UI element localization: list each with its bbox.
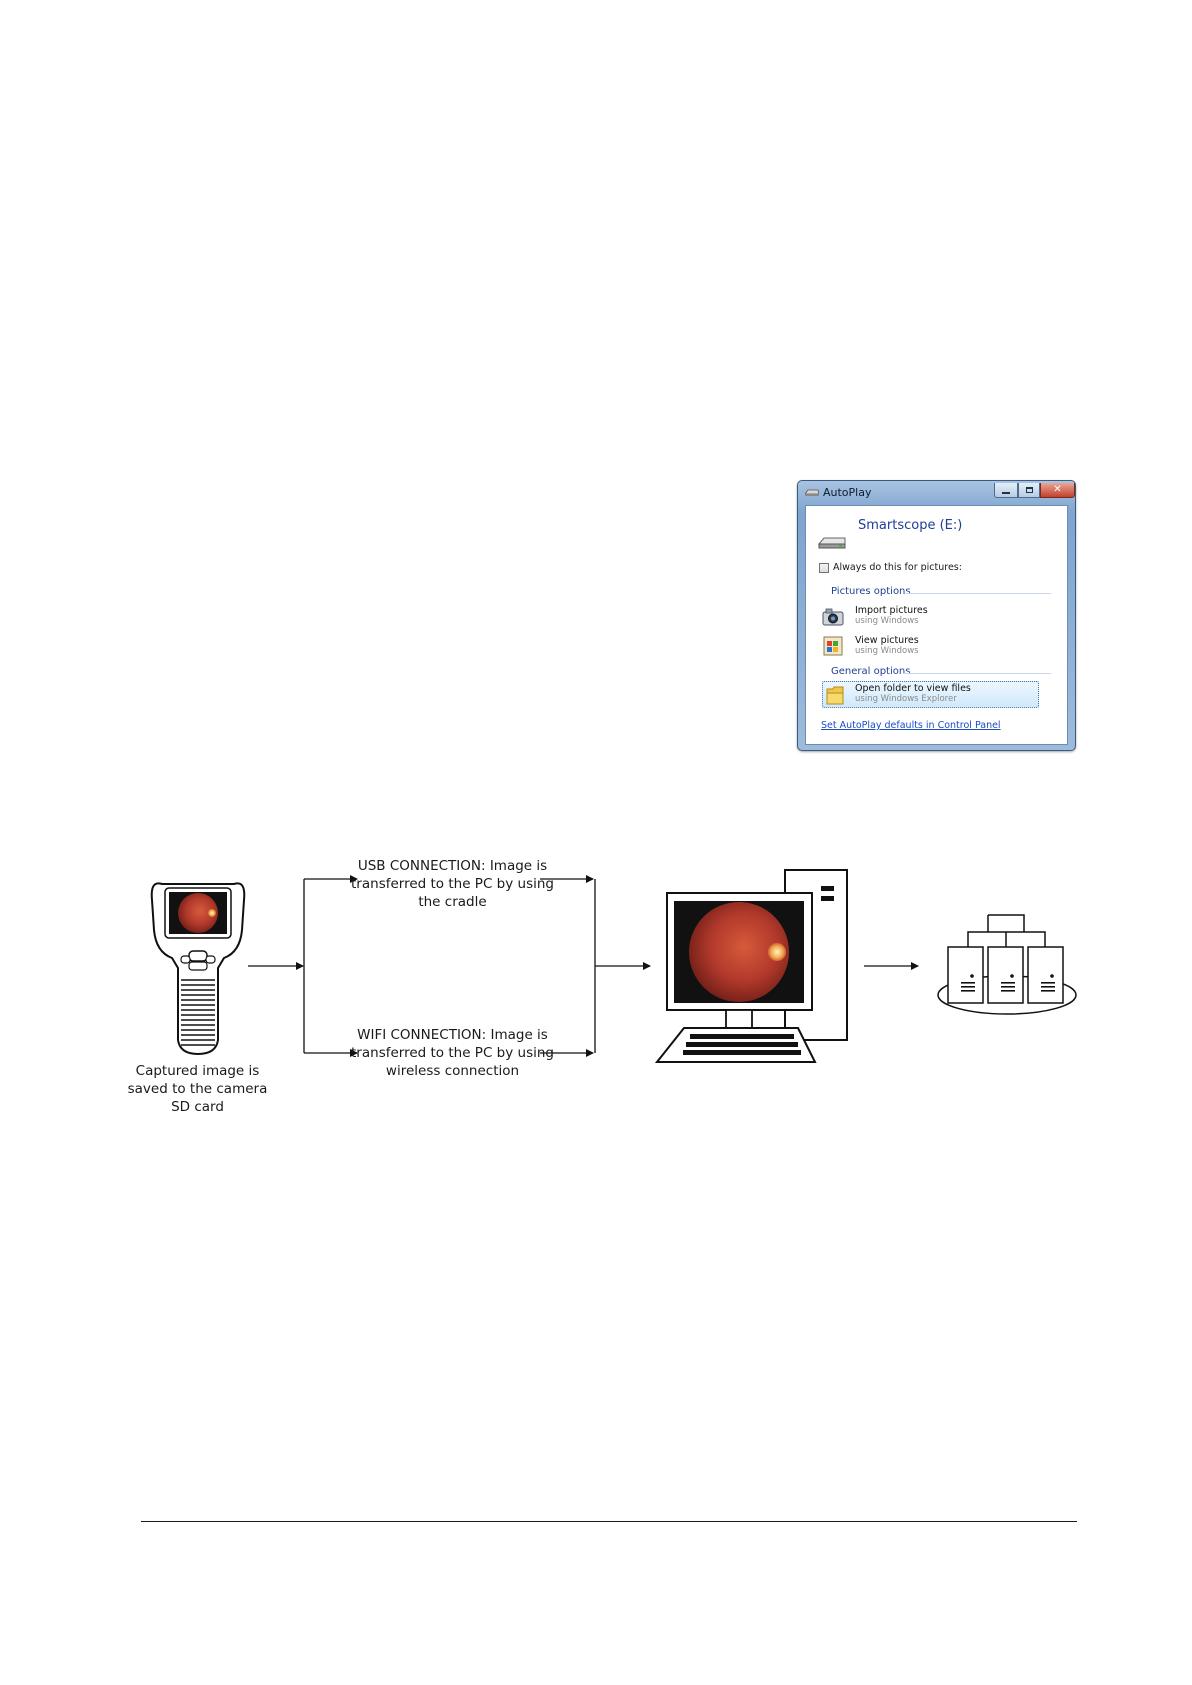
wifi-connection-label: WIFI CONNECTION: Image is transferred to… (351, 1027, 554, 1079)
open-folder-option[interactable] (822, 681, 1039, 708)
server-cluster-icon (937, 914, 1077, 1015)
import-pictures-option[interactable]: Import pictures (855, 605, 928, 616)
general-options-heading: General options (831, 666, 911, 677)
open-folder-label[interactable]: Open folder to view files (855, 683, 971, 694)
pictures-options-heading: Pictures options (831, 586, 911, 597)
window-title: AutoPlay (823, 486, 872, 499)
drive-name: Smartscope (E:) (858, 518, 963, 533)
photo-viewer-icon (823, 636, 843, 656)
import-pictures-subtitle: using Windows (855, 616, 919, 626)
usb-connection-label: USB CONNECTION: Image is transferred to … (351, 858, 554, 910)
view-pictures-option[interactable]: View pictures (855, 635, 919, 646)
section-divider (906, 593, 1051, 594)
close-icon: ✕ (1053, 484, 1062, 495)
minimize-icon (1002, 492, 1010, 494)
autoplay-window: AutoPlay ✕ Smartscope (E:) Always do thi… (797, 480, 1076, 751)
footer-divider (141, 1521, 1077, 1522)
desktop-computer-icon (654, 869, 848, 1063)
handheld-camera-icon (150, 882, 246, 1056)
always-do-this-label[interactable]: Always do this for pictures: (833, 562, 962, 573)
maximize-button[interactable] (1018, 483, 1040, 498)
maximize-icon (1025, 487, 1033, 493)
camera-caption: Captured image is saved to the camera SD… (127, 1063, 268, 1115)
open-folder-subtitle: using Windows Explorer (855, 694, 957, 704)
always-do-this-checkbox[interactable] (819, 563, 829, 573)
autoplay-content: Smartscope (E:) Always do this for pictu… (805, 505, 1068, 745)
folder-icon (826, 686, 844, 705)
close-button[interactable]: ✕ (1040, 483, 1075, 498)
autoplay-titlebar[interactable]: AutoPlay ✕ (798, 481, 1077, 505)
autoplay-defaults-link[interactable]: Set AutoPlay defaults in Control Panel (821, 720, 1001, 731)
removable-drive-icon (817, 537, 846, 549)
drive-icon (805, 489, 819, 496)
section-divider (903, 673, 1051, 674)
minimize-button[interactable] (994, 483, 1018, 498)
camera-icon (822, 608, 844, 626)
view-pictures-subtitle: using Windows (855, 646, 919, 656)
